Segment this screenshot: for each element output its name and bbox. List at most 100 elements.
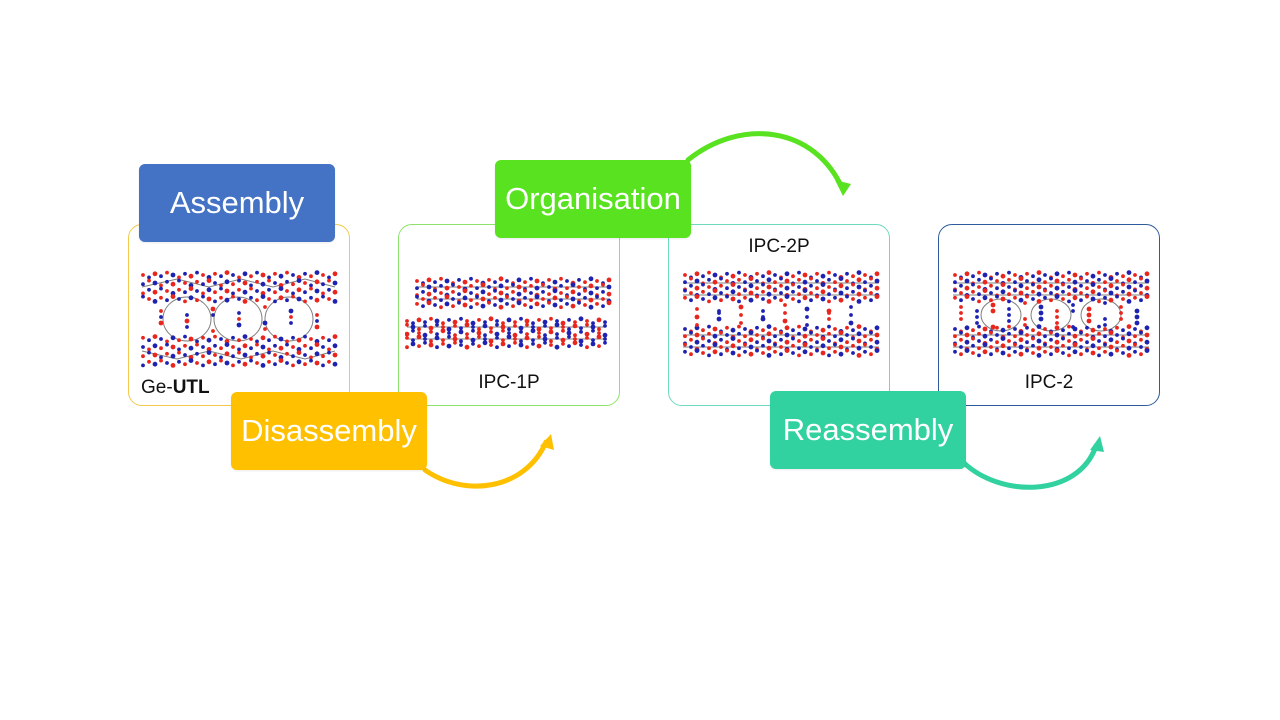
atom-dot <box>195 279 199 284</box>
atom-dot <box>183 281 187 285</box>
atom-dot <box>1103 327 1107 331</box>
atom-dot <box>494 331 500 337</box>
atom-dot <box>1000 336 1006 341</box>
atom-dot <box>1139 345 1143 349</box>
atom-dot <box>797 331 801 336</box>
atom-dot <box>201 291 205 296</box>
atom-dot <box>1071 309 1075 313</box>
atom-dot <box>1090 350 1096 356</box>
atom-dot <box>439 276 443 281</box>
atom-dot <box>1025 325 1029 330</box>
atom-dot <box>797 270 801 275</box>
atom-dot <box>1013 280 1017 285</box>
atom-dot <box>1090 343 1096 349</box>
atom-dot <box>820 350 826 356</box>
atom-dot <box>147 350 151 355</box>
atom-dot <box>561 325 565 329</box>
atom-dot <box>152 334 158 339</box>
atom-dot <box>856 324 862 329</box>
atom-dot <box>766 338 772 344</box>
atom-dot <box>707 292 711 297</box>
atom-dot <box>766 331 772 337</box>
atom-dot <box>585 319 589 323</box>
atom-dot <box>165 298 169 303</box>
atom-dot <box>975 309 979 313</box>
atom-dot <box>188 345 194 351</box>
atom-dot <box>183 290 187 295</box>
atom-dot <box>977 285 981 289</box>
atom-dot <box>549 339 553 344</box>
atom-dot <box>815 325 819 330</box>
atom-dot <box>815 286 819 291</box>
atom-dot <box>784 278 790 284</box>
ipc-1p-label: IPC-1P <box>478 372 540 393</box>
atom-dot <box>428 342 434 348</box>
atom-dot <box>415 302 419 306</box>
atom-dot <box>267 287 271 292</box>
atom-dot <box>475 294 479 299</box>
atom-dot <box>159 346 163 351</box>
atom-dot <box>977 324 981 329</box>
atom-dot <box>177 275 181 280</box>
atom-dot <box>529 284 533 288</box>
atom-dot <box>845 340 849 345</box>
atom-dot <box>743 280 747 285</box>
atom-dot <box>1121 274 1125 279</box>
atom-dot <box>591 328 595 333</box>
atom-dot <box>845 333 849 337</box>
atom-dot <box>989 276 993 281</box>
atom-dot <box>453 324 457 328</box>
atom-dot <box>577 300 581 305</box>
atom-dot <box>219 295 223 300</box>
atom-dot <box>447 331 451 335</box>
atom-dot <box>748 297 754 303</box>
atom-dot <box>874 271 880 277</box>
atom-dot <box>141 282 145 287</box>
atom-dot <box>953 273 957 277</box>
atom-dot <box>1049 345 1053 349</box>
atom-dot <box>321 291 325 296</box>
atom-dot <box>170 272 176 278</box>
atom-dot <box>1134 314 1140 320</box>
atom-dot <box>869 345 873 349</box>
atom-dot <box>779 283 783 288</box>
atom-dot <box>1121 297 1125 301</box>
atom-dot <box>1072 288 1078 293</box>
atom-dot <box>606 291 612 297</box>
atom-dot <box>1054 332 1060 338</box>
atom-dot <box>1085 340 1089 345</box>
atom-dot <box>530 328 536 334</box>
atom-dot <box>851 274 855 279</box>
arrow-organisation-head-icon <box>835 180 851 196</box>
atom-dot <box>791 328 795 333</box>
atom-dot <box>1036 331 1042 337</box>
atom-dot <box>748 276 754 281</box>
atom-dot <box>147 338 151 343</box>
atom-dot <box>231 345 235 349</box>
atom-dot <box>838 351 844 357</box>
atom-dot <box>595 294 599 299</box>
atom-dot <box>1013 295 1017 300</box>
atom-dot <box>537 318 541 322</box>
atom-dot <box>694 294 700 299</box>
atom-dot <box>462 279 468 285</box>
atom-dot <box>1018 337 1024 343</box>
atom-dot <box>231 335 235 340</box>
atom-dot <box>165 361 169 365</box>
atom-dot <box>255 298 259 303</box>
atom-dot <box>1097 353 1101 358</box>
atom-dot <box>465 332 469 336</box>
atom-dot <box>1067 277 1071 282</box>
atom-dot <box>977 270 981 275</box>
atom-dot <box>1079 345 1083 349</box>
atom-dot <box>489 343 493 347</box>
arrow-reassembly-head-icon <box>1090 436 1104 452</box>
atom-dot <box>429 330 433 334</box>
ge-utl-label: Ge-UTL <box>141 377 210 399</box>
atom-dot <box>577 292 581 296</box>
atom-dot <box>719 283 723 288</box>
atom-dot <box>1144 294 1150 299</box>
atom-dot <box>183 271 187 276</box>
atom-dot <box>303 334 307 339</box>
atom-dot <box>183 353 187 357</box>
